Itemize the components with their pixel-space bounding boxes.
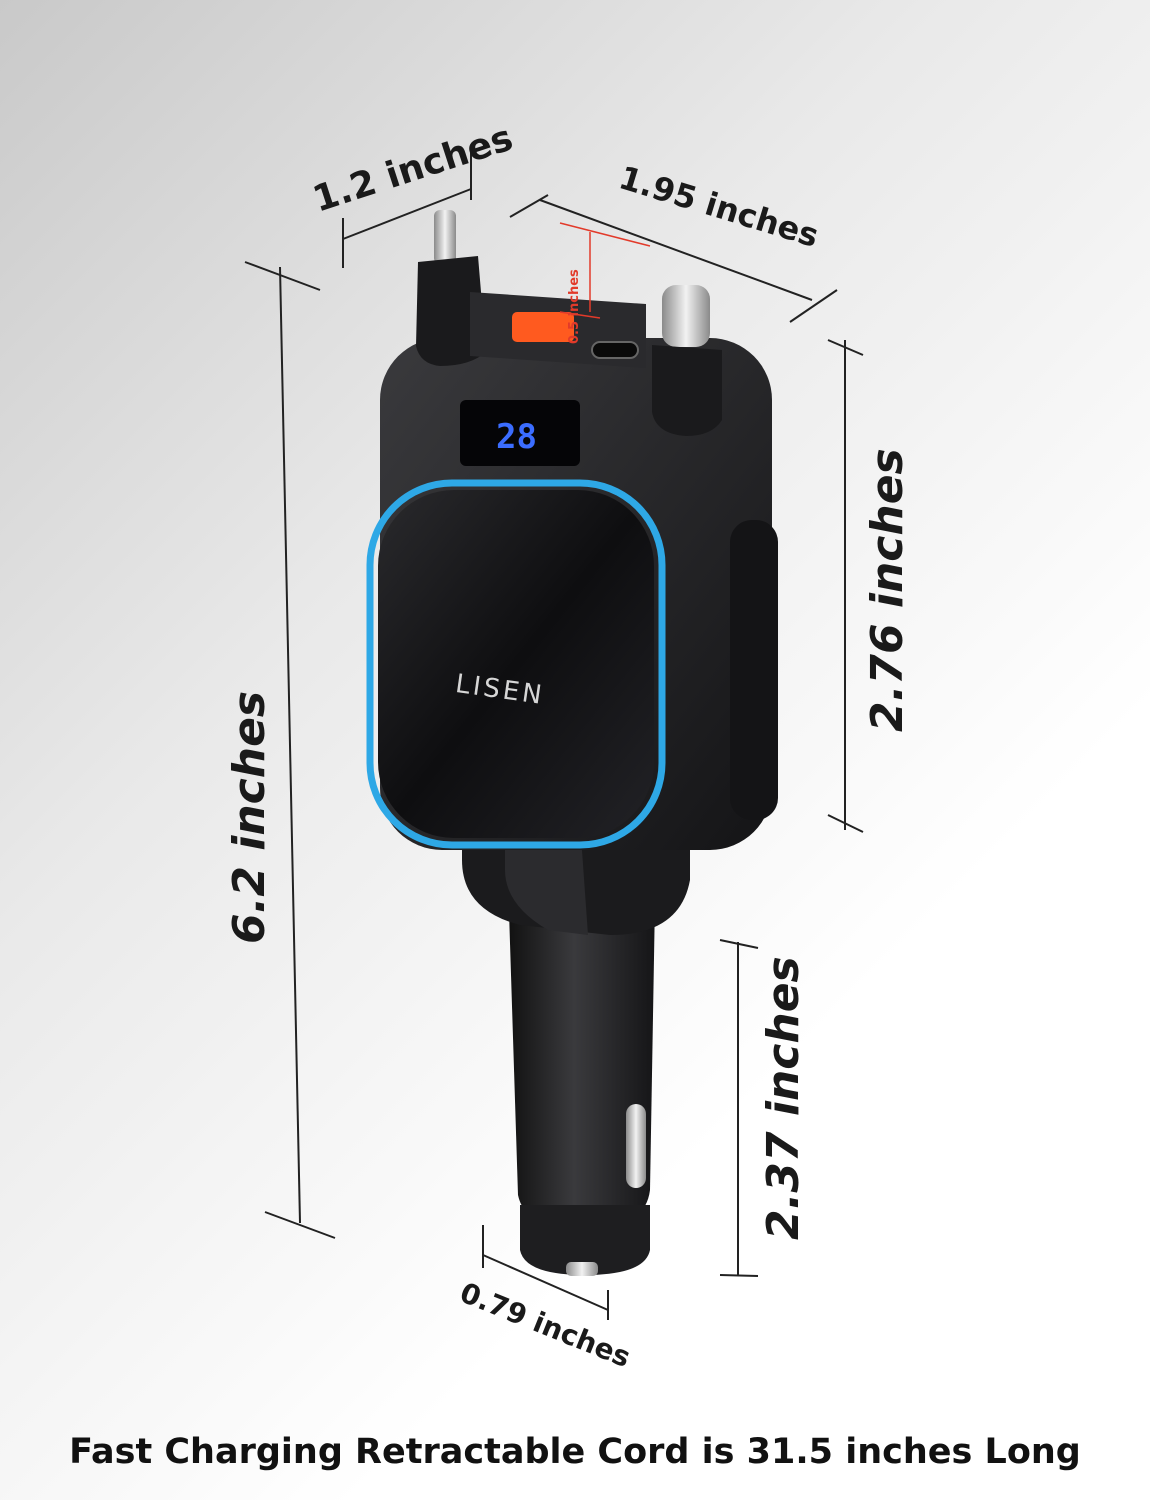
usb-a-port xyxy=(512,312,574,342)
display-window xyxy=(460,400,580,466)
front-cap xyxy=(378,490,654,838)
glow-ring xyxy=(366,479,666,849)
dimension-label-total-height: 6.2 inches xyxy=(224,691,275,944)
plug-base-ring xyxy=(520,1205,650,1275)
body-side-shadow xyxy=(730,520,778,820)
usb-c-port xyxy=(591,341,639,359)
side-spring-contact xyxy=(626,1104,646,1188)
dimension-lines xyxy=(244,150,864,1320)
lightning-connector xyxy=(416,210,486,366)
car-charger-device: 28 LISEN xyxy=(366,210,778,1276)
dimension-label-lightning-width: 1.2 inches xyxy=(308,118,518,221)
dimension-label-port-spacing: 0.5 inches xyxy=(567,269,582,344)
display-readout: 28 xyxy=(496,417,537,457)
dimension-label-body-width: 1.95 inches xyxy=(615,158,823,255)
port-spacing-lines xyxy=(559,222,651,319)
caption-cord-length: Fast Charging Retractable Cord is 31.5 i… xyxy=(69,1432,1081,1472)
dimension-label-plug-length: 2.37 inches xyxy=(758,956,809,1240)
cigarette-plug xyxy=(508,880,655,1230)
usb-c-connector xyxy=(652,285,722,436)
plug-tip xyxy=(566,1262,598,1276)
dimension-label-head-height: 2.76 inches xyxy=(862,448,913,732)
